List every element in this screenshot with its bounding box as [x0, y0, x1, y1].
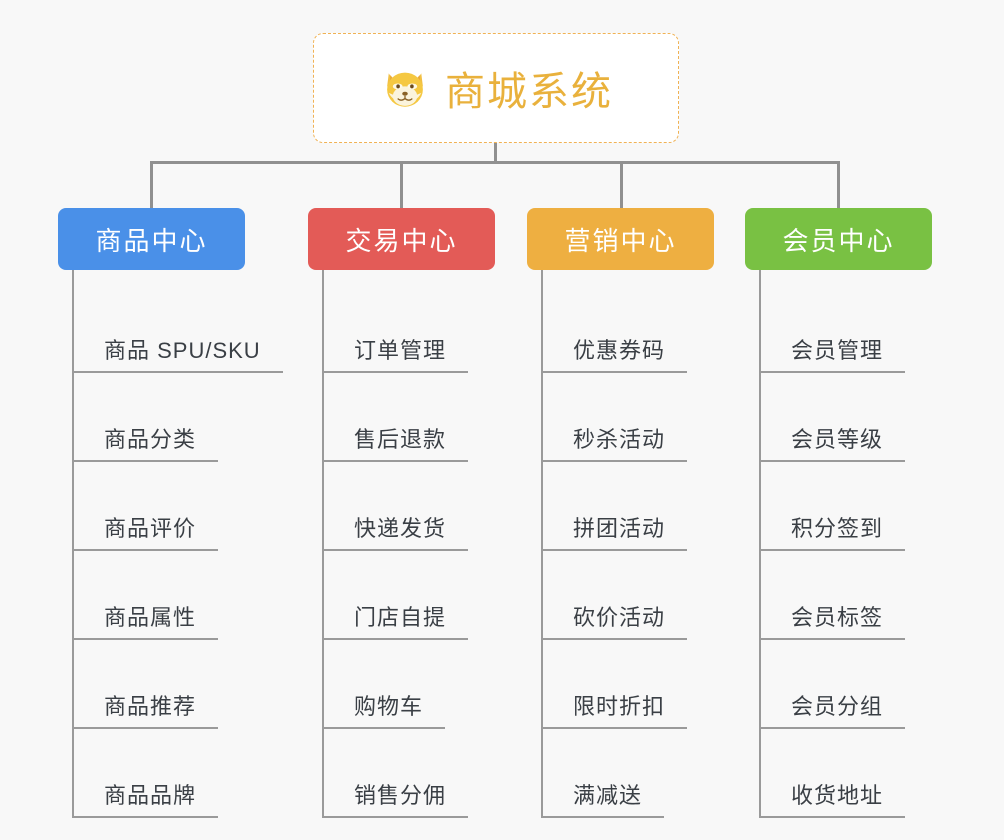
- leaf-label: 会员等级: [791, 427, 884, 452]
- shiba-dog-face-icon: [379, 62, 431, 114]
- list-item[interactable]: 积分签到: [745, 462, 932, 551]
- leaf-label: 购物车: [354, 694, 424, 719]
- leaf-label: 优惠券码: [573, 338, 666, 363]
- leaf-label: 商品品牌: [104, 783, 197, 808]
- category-header-4[interactable]: 会员中心: [745, 208, 932, 270]
- list-item[interactable]: 售后退款: [308, 373, 495, 462]
- list-item[interactable]: 会员管理: [745, 284, 932, 373]
- leaf-label: 商品 SPU/SKU: [104, 338, 261, 363]
- root-title: 商城系统: [445, 70, 613, 114]
- leaf-label: 秒杀活动: [573, 427, 666, 452]
- list-item[interactable]: 商品属性: [58, 551, 245, 640]
- list-item[interactable]: 限时折扣: [527, 640, 714, 729]
- list-item[interactable]: 商品 SPU/SKU: [58, 284, 283, 373]
- list-item[interactable]: 购物车: [308, 640, 495, 729]
- leaf-list-2: 订单管理 售后退款 快递发货 门店自提 购物车 销售分佣: [308, 270, 495, 818]
- leaf-list-3: 优惠券码 秒杀活动 拼团活动 砍价活动 限时折扣 满减送: [527, 270, 714, 818]
- leaf-spine-4: [759, 270, 761, 816]
- category-column-1: 商品中心 商品 SPU/SKU 商品分类 商品评价 商品属性 商品推荐 商品品牌: [58, 208, 283, 818]
- list-item[interactable]: 订单管理: [308, 284, 495, 373]
- category-label-3: 营销中心: [564, 225, 677, 256]
- list-item[interactable]: 商品品牌: [58, 729, 245, 818]
- list-item[interactable]: 满减送: [527, 729, 714, 818]
- leaf-spine-2: [322, 270, 324, 816]
- leaf-label: 会员分组: [791, 694, 884, 719]
- list-item[interactable]: 砍价活动: [527, 551, 714, 640]
- list-item[interactable]: 会员标签: [745, 551, 932, 640]
- leaf-label: 商品评价: [104, 516, 197, 541]
- leaf-label: 售后退款: [354, 427, 447, 452]
- leaf-label: 销售分佣: [354, 783, 447, 808]
- connector-drop-2: [400, 161, 403, 208]
- category-label-2: 交易中心: [345, 225, 458, 256]
- leaf-list-1: 商品 SPU/SKU 商品分类 商品评价 商品属性 商品推荐 商品品牌: [58, 270, 283, 818]
- connector-drop-1: [150, 161, 153, 208]
- list-item[interactable]: 秒杀活动: [527, 373, 714, 462]
- list-item[interactable]: 商品分类: [58, 373, 245, 462]
- leaf-label: 积分签到: [791, 516, 884, 541]
- leaf-label: 商品属性: [104, 605, 197, 630]
- connector-drop-3: [620, 161, 623, 208]
- leaf-label: 满减送: [573, 783, 643, 808]
- connector-drop-4: [837, 161, 840, 208]
- list-item[interactable]: 会员分组: [745, 640, 932, 729]
- leaf-label: 会员标签: [791, 605, 884, 630]
- category-column-4: 会员中心 会员管理 会员等级 积分签到 会员标签 会员分组 收货地址: [745, 208, 932, 818]
- leaf-label: 商品分类: [104, 427, 197, 452]
- list-item[interactable]: 销售分佣: [308, 729, 495, 818]
- list-item[interactable]: 快递发货: [308, 462, 495, 551]
- leaf-label: 拼团活动: [573, 516, 666, 541]
- category-header-3[interactable]: 营销中心: [527, 208, 714, 270]
- category-label-4: 会员中心: [782, 225, 895, 256]
- leaf-label: 订单管理: [354, 338, 447, 363]
- category-label-1: 商品中心: [95, 225, 208, 256]
- list-item[interactable]: 商品评价: [58, 462, 245, 551]
- root-node[interactable]: 商城系统: [313, 33, 679, 143]
- leaf-label: 收货地址: [791, 783, 884, 808]
- leaf-label: 快递发货: [354, 516, 447, 541]
- list-item[interactable]: 门店自提: [308, 551, 495, 640]
- list-item[interactable]: 商品推荐: [58, 640, 245, 729]
- list-item[interactable]: 会员等级: [745, 373, 932, 462]
- leaf-list-4: 会员管理 会员等级 积分签到 会员标签 会员分组 收货地址: [745, 270, 932, 818]
- leaf-label: 门店自提: [354, 605, 447, 630]
- leaf-label: 会员管理: [791, 338, 884, 363]
- category-column-3: 营销中心 优惠券码 秒杀活动 拼团活动 砍价活动 限时折扣 满减送: [527, 208, 714, 818]
- connector-root-stem: [494, 143, 497, 164]
- leaf-spine-1: [72, 270, 74, 816]
- category-column-2: 交易中心 订单管理 售后退款 快递发货 门店自提 购物车 销售分佣: [308, 208, 495, 818]
- category-header-2[interactable]: 交易中心: [308, 208, 495, 270]
- category-header-1[interactable]: 商品中心: [58, 208, 245, 270]
- leaf-label: 商品推荐: [104, 694, 197, 719]
- leaf-label: 限时折扣: [573, 694, 666, 719]
- leaf-label: 砍价活动: [573, 605, 666, 630]
- list-item[interactable]: 拼团活动: [527, 462, 714, 551]
- connector-horizontal-bar: [150, 161, 840, 164]
- list-item[interactable]: 优惠券码: [527, 284, 714, 373]
- list-item[interactable]: 收货地址: [745, 729, 932, 818]
- leaf-spine-3: [541, 270, 543, 816]
